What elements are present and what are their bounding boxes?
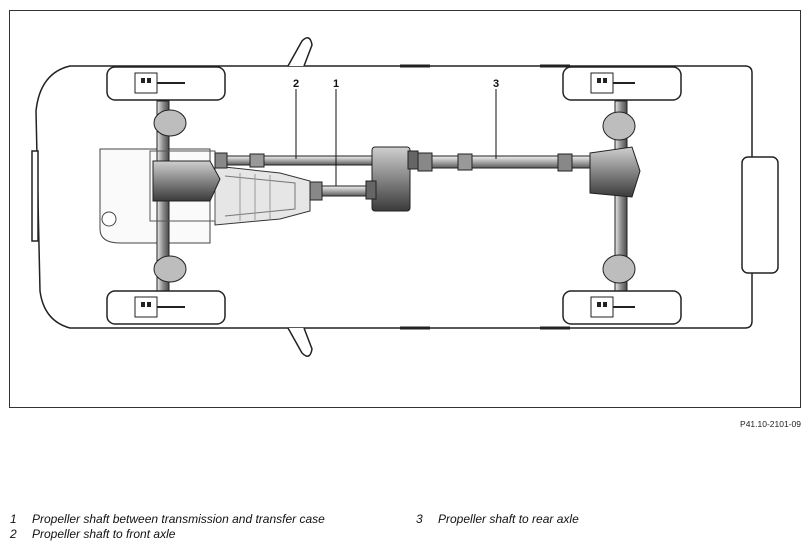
- propeller-shaft-transmission-transfer: [309, 181, 373, 201]
- diagram-frame: 1 2 3: [9, 10, 801, 408]
- legend-item: 2 Propeller shaft to front axle: [10, 527, 325, 542]
- wheel-front-top: [106, 66, 226, 101]
- propeller-shaft-rear: [417, 152, 591, 172]
- callout-2-label: 2: [293, 78, 299, 90]
- rear-axle: [589, 100, 641, 302]
- vehicle-body-outline: [31, 37, 779, 357]
- figure-reference: P41.10-2101-09: [740, 419, 801, 429]
- legend-number: 1: [10, 512, 17, 526]
- wheel-rear-bottom: [562, 290, 682, 325]
- transfer-case: [365, 146, 419, 212]
- legend-item: 1 Propeller shaft between transmission a…: [10, 512, 325, 527]
- front-axle: [149, 100, 221, 302]
- callout-3-label: 3: [493, 78, 499, 90]
- legend-left: 1 Propeller shaft between transmission a…: [10, 512, 325, 542]
- callout-1: 1: [333, 78, 339, 186]
- wheel-front-bottom: [106, 290, 226, 325]
- legend-number: 3: [416, 512, 423, 526]
- vehicle-drivetrain-diagram: 1 2 3: [31, 37, 779, 357]
- legend-item: 3 Propeller shaft to rear axle: [416, 512, 579, 527]
- legend-text: Propeller shaft to rear axle: [438, 512, 579, 526]
- callout-1-label: 1: [333, 78, 339, 90]
- propeller-shaft-front: [214, 152, 376, 169]
- legend-right: 3 Propeller shaft to rear axle: [416, 512, 579, 527]
- callout-3: 3: [493, 78, 499, 159]
- wheel-rear-top: [562, 66, 682, 101]
- legend-text: Propeller shaft between transmission and…: [32, 512, 325, 526]
- callout-2: 2: [293, 78, 299, 159]
- transmission: [214, 165, 311, 226]
- legend-text: Propeller shaft to front axle: [32, 527, 176, 541]
- legend-number: 2: [10, 527, 17, 541]
